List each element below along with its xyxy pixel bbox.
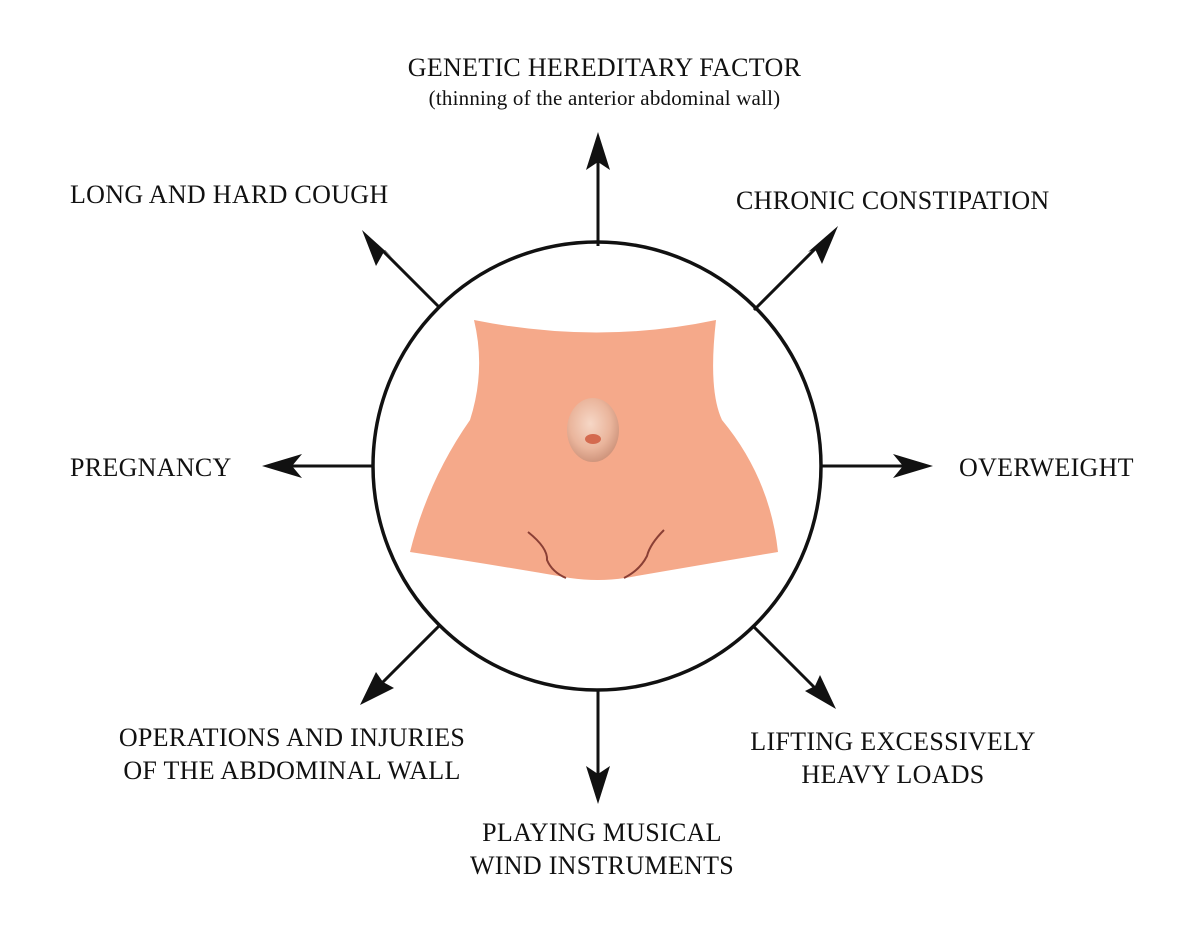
arrow-icon-left [262,454,373,478]
factor-constipation: CHRONIC CONSTIPATION [736,186,1050,215]
arrow-icon-bottom-left [360,623,442,705]
factor-wind-instruments-line1: PLAYING MUSICAL [482,818,722,847]
navel-hole [585,434,601,444]
factor-wind-instruments: PLAYING MUSICAL WIND INSTRUMENTS [452,817,752,882]
factor-operations: OPERATIONS AND INJURIES OF THE ABDOMINAL… [100,722,484,787]
factor-pregnancy: PREGNANCY [70,453,232,482]
factor-genetic-title: GENETIC HEREDITARY FACTOR [407,53,802,82]
arrow-icon-right [821,454,933,478]
factor-operations-line2: OF THE ABDOMINAL WALL [123,755,461,785]
factor-overweight: OVERWEIGHT [959,453,1134,482]
factor-genetic-subtitle: (thinning of the anterior abdominal wall… [428,85,781,110]
factor-genetic: GENETIC HEREDITARY FACTOR (thinning of t… [392,52,817,111]
right-groin-crease [623,529,665,579]
factor-lifting: LIFTING EXCESSIVELY HEAVY LOADS [733,726,1053,791]
arrow-icon-top [586,132,610,246]
factor-lifting-line1: LIFTING EXCESSIVELY [750,727,1036,756]
abdomen-illustration-icon [410,320,778,580]
arrow-icon-top-left [362,230,442,310]
navel-icon [567,398,619,462]
left-groin-crease [527,531,567,579]
factor-cough: LONG AND HARD COUGH [70,180,389,209]
factor-operations-line1: OPERATIONS AND INJURIES [118,723,466,752]
arrow-icon-bottom-right [752,625,836,709]
factor-lifting-line2: HEAVY LOADS [801,759,985,789]
factor-wind-instruments-line2: WIND INSTRUMENTS [469,850,735,880]
arrow-icon-bottom [586,690,610,804]
arrow-icon-top-right [752,226,838,312]
